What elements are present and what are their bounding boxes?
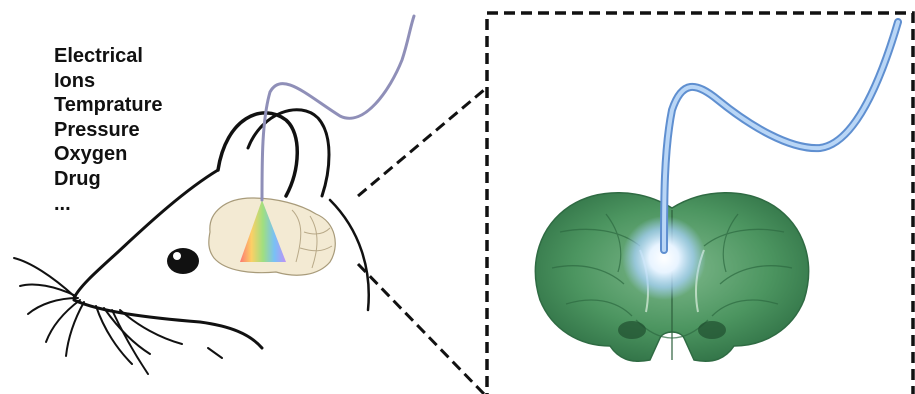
measurement-item-drug: Drug xyxy=(54,167,163,192)
measurement-item-temperature: Temprature xyxy=(54,93,163,118)
optical-fiber xyxy=(262,16,414,200)
measurement-item-pressure: Pressure xyxy=(54,118,163,143)
measurement-item-ions: Ions xyxy=(54,69,163,94)
measurement-item-oxygen: Oxygen xyxy=(54,142,163,167)
zoom-connector xyxy=(358,90,484,394)
mouse-whiskers xyxy=(14,258,182,374)
measurement-list: Electrical Ions Temprature Pressure Oxyg… xyxy=(54,44,163,216)
mouse-ear-front xyxy=(218,113,297,196)
mouse-neck xyxy=(330,200,369,310)
mouse-eye xyxy=(167,248,199,274)
mouse-chin xyxy=(74,300,262,348)
measurement-item-electrical: Electrical xyxy=(54,44,163,69)
measurement-item-more: ... xyxy=(54,192,163,217)
